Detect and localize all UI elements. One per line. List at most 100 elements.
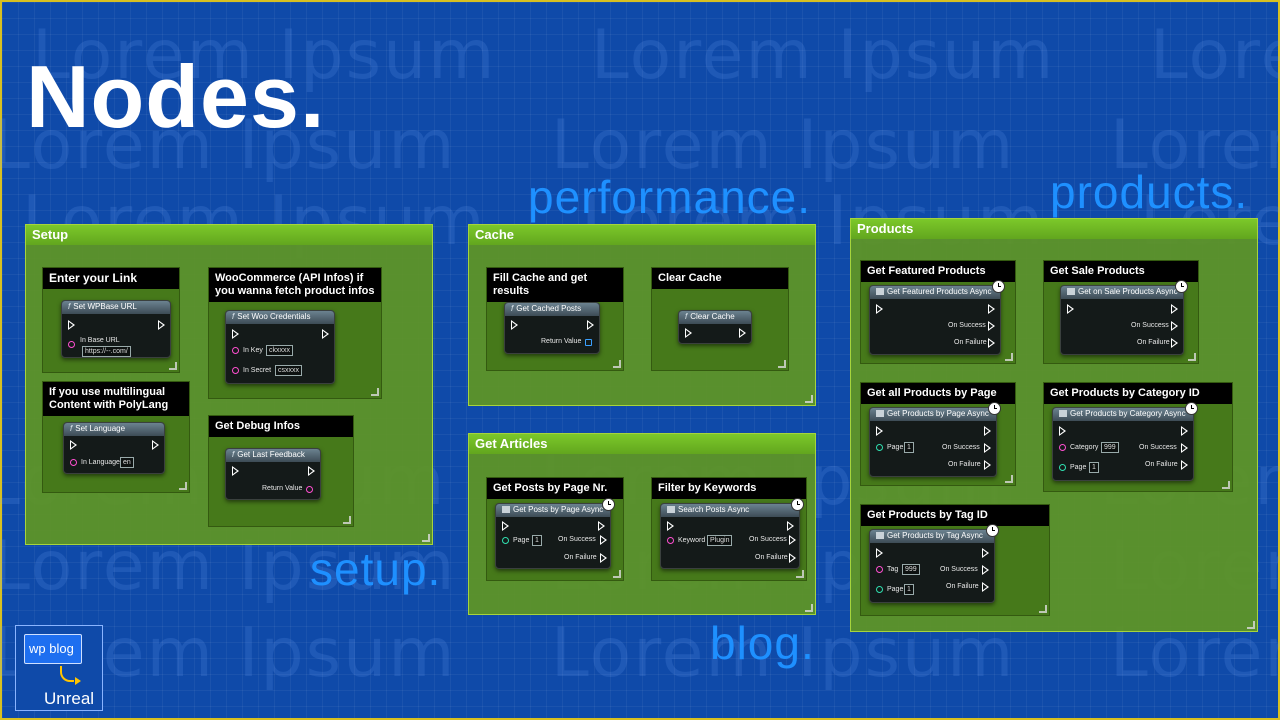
exec-out-pin[interactable]	[587, 320, 594, 330]
tag-pin[interactable]	[876, 566, 883, 573]
int-pin[interactable]	[502, 537, 509, 544]
resize-handle[interactable]	[805, 604, 813, 612]
resize-handle[interactable]	[343, 516, 351, 524]
sub-comment-posts-by-page[interactable]: Get Posts by Page Nr. Get Posts by Page …	[486, 477, 624, 581]
sub-comment-multilingual[interactable]: If you use multilingual Content with Pol…	[42, 381, 190, 493]
node-get-posts-by-page-async[interactable]: Get Posts by Page Async Page 1 On Succes…	[495, 498, 615, 569]
category-pin[interactable]	[1059, 444, 1066, 451]
exec-out-pin[interactable]	[152, 440, 159, 450]
string-pin[interactable]	[68, 341, 75, 348]
exec-in-pin[interactable]	[502, 521, 509, 531]
string-pin[interactable]	[667, 537, 674, 544]
success-exec-pin[interactable]	[984, 443, 991, 453]
exec-out-pin[interactable]	[982, 548, 989, 558]
resize-handle[interactable]	[613, 360, 621, 368]
sub-comment-woocommerce[interactable]: WooCommerce (API Infos) if you wanna fet…	[208, 267, 382, 399]
node-get-products-by-tag-async[interactable]: Get Products by Tag Async Tag 999 On Suc…	[869, 524, 999, 603]
page-input[interactable]: 1	[532, 535, 542, 546]
node-get-featured-products-async[interactable]: Get Featured Products Async On Success O…	[869, 280, 1005, 355]
exec-out-pin[interactable]	[739, 328, 746, 338]
category-input[interactable]: 999	[1101, 442, 1119, 453]
resize-handle[interactable]	[778, 360, 786, 368]
string-pin[interactable]	[232, 367, 239, 374]
page-input[interactable]: 1	[904, 442, 914, 453]
exec-out-pin[interactable]	[1181, 426, 1188, 436]
exec-in-pin[interactable]	[876, 548, 883, 558]
resize-handle[interactable]	[1005, 353, 1013, 361]
string-pin[interactable]	[70, 459, 77, 466]
sub-comment-featured-products[interactable]: Get Featured Products Get Featured Produ…	[860, 260, 1016, 364]
resize-handle[interactable]	[422, 534, 430, 542]
comment-get-articles[interactable]: Get Articles Get Posts by Page Nr. Get P…	[468, 433, 816, 615]
exec-in-pin[interactable]	[232, 329, 239, 339]
exec-in-pin[interactable]	[232, 466, 239, 476]
failure-exec-pin[interactable]	[789, 553, 796, 563]
return-value-pin[interactable]	[306, 486, 313, 493]
exec-in-pin[interactable]	[70, 440, 77, 450]
exec-out-pin[interactable]	[787, 521, 794, 531]
secret-input[interactable]: csxxxx	[275, 365, 302, 376]
failure-exec-pin[interactable]	[982, 582, 989, 592]
exec-in-pin[interactable]	[685, 328, 692, 338]
failure-exec-pin[interactable]	[600, 553, 607, 563]
node-get-products-by-page-async[interactable]: Get Products by Page Async Page 1 On Suc…	[869, 402, 1001, 477]
sub-comment-products-by-category[interactable]: Get Products by Category ID Get Products…	[1043, 382, 1233, 492]
failure-exec-pin[interactable]	[1171, 338, 1178, 348]
failure-exec-pin[interactable]	[1181, 460, 1188, 470]
key-input[interactable]: ckxxxx	[266, 345, 293, 356]
resize-handle[interactable]	[1005, 475, 1013, 483]
exec-out-pin[interactable]	[598, 521, 605, 531]
exec-in-pin[interactable]	[876, 304, 883, 314]
exec-in-pin[interactable]	[1067, 304, 1074, 314]
success-exec-pin[interactable]	[1181, 443, 1188, 453]
return-value-pin[interactable]	[585, 339, 592, 346]
exec-in-pin[interactable]	[68, 320, 75, 330]
base-url-input[interactable]: https://--.com/	[82, 346, 131, 357]
keyword-input[interactable]: Plugin	[707, 535, 733, 546]
exec-out-pin[interactable]	[988, 304, 995, 314]
resize-handle[interactable]	[1247, 621, 1255, 629]
success-exec-pin[interactable]	[982, 565, 989, 575]
sub-comment-products-by-page[interactable]: Get all Products by Page Get Products by…	[860, 382, 1016, 486]
success-exec-pin[interactable]	[988, 321, 995, 331]
resize-handle[interactable]	[1039, 605, 1047, 613]
int-pin[interactable]	[876, 586, 883, 593]
resize-handle[interactable]	[169, 362, 177, 370]
exec-in-pin[interactable]	[511, 320, 518, 330]
sub-comment-sale-products[interactable]: Get Sale Products Get on Sale Products A…	[1043, 260, 1199, 364]
exec-out-pin[interactable]	[308, 466, 315, 476]
sub-comment-products-by-tag[interactable]: Get Products by Tag ID Get Products by T…	[860, 504, 1050, 616]
exec-out-pin[interactable]	[1171, 304, 1178, 314]
node-get-on-sale-products-async[interactable]: Get on Sale Products Async On Success On…	[1060, 280, 1188, 355]
resize-handle[interactable]	[613, 570, 621, 578]
success-exec-pin[interactable]	[1171, 321, 1178, 331]
success-exec-pin[interactable]	[600, 535, 607, 545]
tag-input[interactable]: 999	[902, 564, 920, 575]
resize-handle[interactable]	[179, 482, 187, 490]
node-get-products-by-category-async[interactable]: Get Products by Category Async Category …	[1052, 402, 1198, 481]
page-input[interactable]: 1	[904, 584, 914, 595]
int-pin[interactable]	[1059, 464, 1066, 471]
resize-handle[interactable]	[371, 388, 379, 396]
string-pin[interactable]	[232, 347, 239, 354]
page-input[interactable]: 1	[1089, 462, 1099, 473]
sub-comment-filter-keywords[interactable]: Filter by Keywords Search Posts Async Ke…	[651, 477, 807, 581]
failure-exec-pin[interactable]	[984, 460, 991, 470]
comment-products[interactable]: Products Get Featured Products Get Featu…	[850, 218, 1258, 632]
resize-handle[interactable]	[1188, 353, 1196, 361]
exec-in-pin[interactable]	[876, 426, 883, 436]
failure-exec-pin[interactable]	[988, 338, 995, 348]
language-input[interactable]: en	[120, 457, 134, 468]
exec-out-pin[interactable]	[158, 320, 165, 330]
int-pin[interactable]	[876, 444, 883, 451]
